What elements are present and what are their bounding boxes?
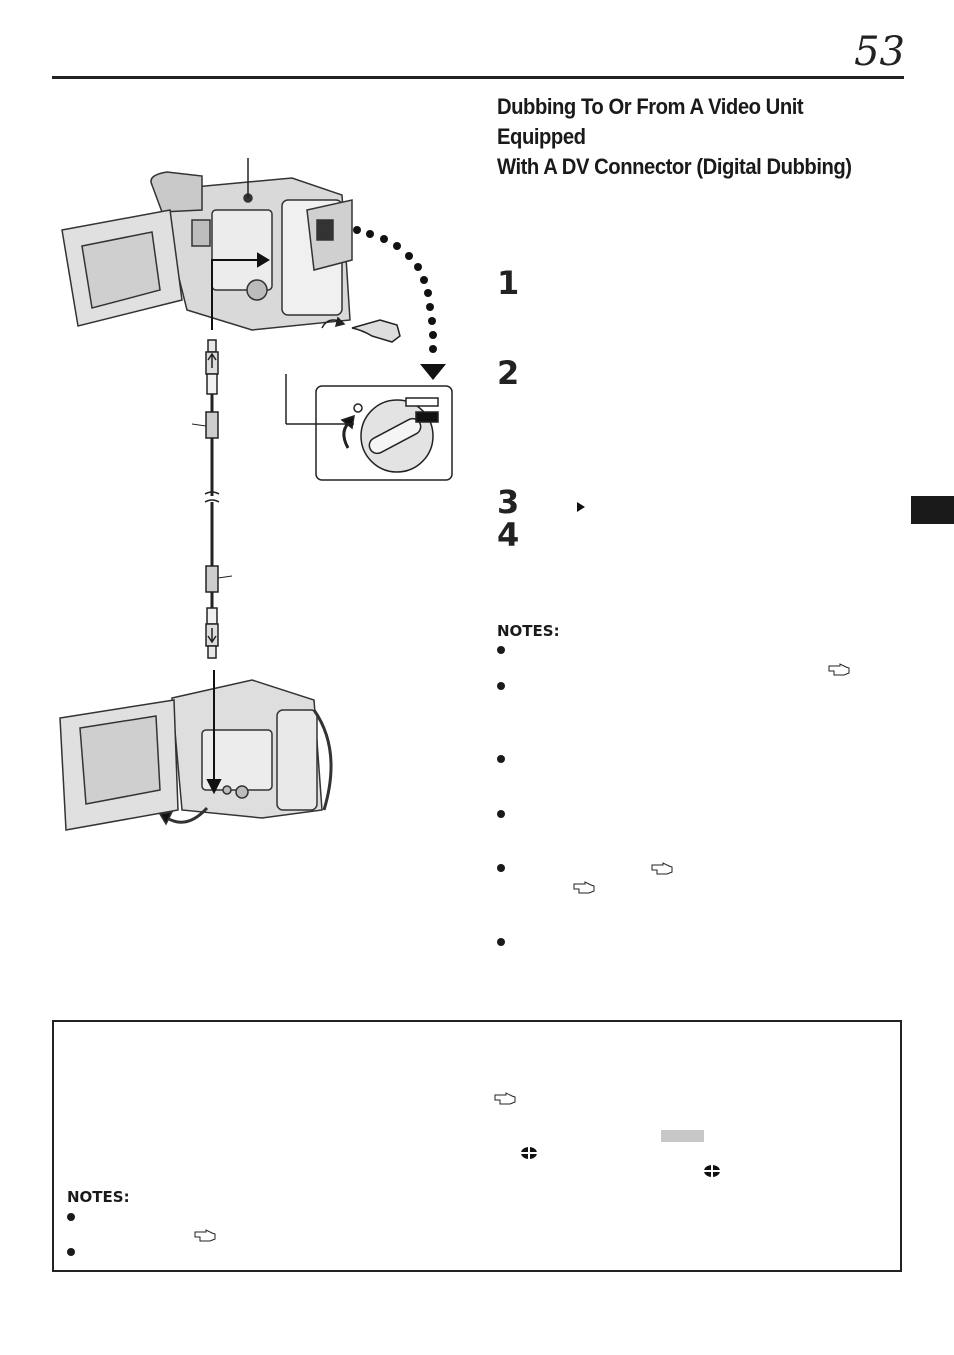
step-number-2: 2 [497, 354, 520, 392]
note-bullet [497, 682, 505, 690]
pointing-hand-icon [651, 862, 673, 875]
note-bullet [497, 646, 505, 654]
step-number-4: 4 [497, 516, 520, 554]
info-box [52, 1020, 902, 1272]
section-title: Dubbing To Or From A Video Unit Equipped… [497, 92, 883, 182]
box-note-bullet [67, 1248, 75, 1256]
box-note-bullet [67, 1213, 75, 1221]
dubbing-connection-illustration [59, 158, 453, 831]
power-plug-illustration [321, 316, 401, 343]
pointing-hand-icon [828, 663, 850, 676]
crosshair-circle-icon [521, 1147, 537, 1159]
section-index-tab [911, 496, 954, 524]
step-number-3: 3 [497, 483, 520, 521]
header-rule [52, 76, 904, 79]
step-number-1: 1 [497, 264, 520, 302]
play-triangle-icon [577, 502, 585, 512]
power-dial-inset [285, 374, 453, 481]
dotted-arc [353, 226, 446, 380]
pointing-hand-icon [494, 1092, 516, 1105]
note-bullet [497, 864, 505, 872]
pointing-hand-icon [194, 1229, 216, 1242]
box-notes-heading: NOTES: [67, 1188, 130, 1206]
note-bullet [497, 938, 505, 946]
bottom-camcorder-illustration [59, 679, 333, 831]
top-camcorder-illustration [61, 171, 353, 331]
note-bullet [497, 810, 505, 818]
section-title-line-2: With A DV Connector (Digital Dubbing) [497, 154, 852, 179]
highlighted-indicator [661, 1130, 704, 1142]
dv-cable-illustration [191, 339, 233, 659]
crosshair-circle-icon [704, 1165, 720, 1177]
page-number: 53 [854, 29, 905, 75]
section-title-line-1: Dubbing To Or From A Video Unit Equipped [497, 94, 804, 149]
note-bullet [497, 755, 505, 763]
pointing-hand-icon [573, 881, 595, 894]
notes-heading: NOTES: [497, 622, 560, 640]
